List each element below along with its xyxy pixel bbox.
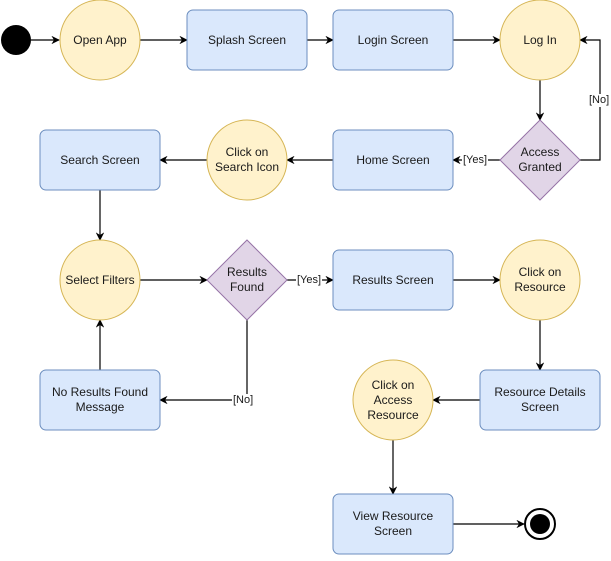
- edge-label-results-yes: [Yes]: [296, 274, 323, 287]
- node-select-filters-shape: [59, 239, 141, 321]
- node-click-access-resource-shape: [352, 359, 434, 441]
- node-access-granted-shape: [499, 119, 581, 201]
- edge-label-access-no: [No]: [588, 94, 611, 107]
- edge-label-access-yes: [Yes]: [462, 154, 489, 167]
- edge-results-no-to-no-results: [159, 320, 248, 405]
- node-log-in-shape: [499, 0, 581, 81]
- node-home-screen-shape: [332, 129, 454, 191]
- node-results-found-shape: [206, 239, 288, 321]
- start-node: [1, 25, 31, 55]
- node-click-resource-shape: [499, 239, 581, 321]
- node-no-results-shape: [39, 369, 161, 431]
- node-resource-details-shape: [479, 369, 601, 431]
- node-search-screen-shape: [39, 129, 161, 191]
- node-view-resource-shape: [332, 493, 454, 555]
- end-node-inner: [530, 514, 550, 534]
- node-open-app-shape: [59, 0, 141, 81]
- node-splash-screen-shape: [186, 9, 308, 71]
- node-results-screen-shape: [332, 249, 454, 311]
- edge-label-results-no: [No]: [232, 394, 255, 407]
- node-login-screen-shape: [332, 9, 454, 71]
- node-click-search-icon-shape: [206, 119, 288, 201]
